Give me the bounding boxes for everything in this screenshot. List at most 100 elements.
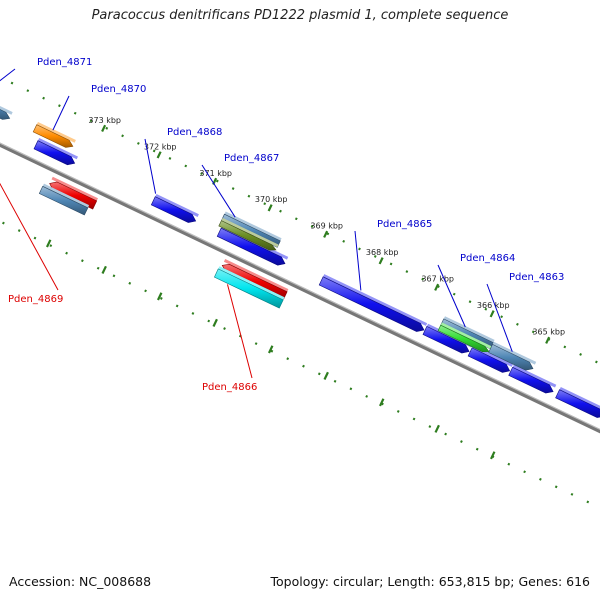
inner-scale-dot — [444, 432, 448, 436]
gene-label-pden_4866: Pden_4866 — [202, 382, 257, 393]
cds-fwd-8-top-face — [512, 364, 557, 388]
outer-scale-dot — [184, 164, 188, 168]
outer-scale-dot — [26, 89, 30, 93]
gene-label-pden_4864: Pden_4864 — [460, 253, 515, 264]
inner-scale-dot — [365, 394, 369, 398]
outer-scale-dot — [73, 111, 77, 115]
outer-scale-dot — [326, 232, 330, 236]
inner-scale-dot — [333, 379, 337, 383]
cds-fwd-3-top-face — [155, 194, 199, 217]
gene-4871-top-face — [0, 106, 13, 115]
cds-fwd-2 — [33, 140, 76, 166]
gene-label-pden_4863: Pden_4863 — [509, 272, 564, 283]
gene-label-pden_4871: Pden_4871 — [37, 57, 92, 68]
outer-major-tick — [323, 230, 329, 238]
outer-scale-dot — [247, 194, 251, 198]
outer-major-tick — [156, 151, 162, 159]
outer-scale-dot — [595, 360, 598, 364]
inner-scale-dot — [523, 470, 526, 474]
accession-text: Accession: NC_008688 — [9, 574, 152, 589]
inner-scale-dot — [349, 387, 353, 391]
outer-scale-dot — [437, 285, 440, 289]
gene-4866-a-top-face — [223, 259, 289, 292]
inner-scale-dot — [396, 410, 400, 413]
inner-scale-dot — [96, 266, 100, 270]
cds-fwd-5 — [318, 276, 425, 332]
gene-label-pden_4865: Pden_4865 — [377, 219, 432, 230]
inner-scale-dot — [81, 259, 84, 263]
inner-scale-dot — [302, 364, 305, 368]
inner-major-tick — [434, 424, 440, 433]
outer-scale-dot — [89, 119, 93, 123]
gene-label-pden_4869: Pden_4869 — [8, 294, 63, 305]
tick-label: 371 kbp — [199, 169, 232, 178]
cds-fwd-2-top-face — [37, 138, 78, 160]
outer-scale-dot — [200, 172, 203, 175]
inner-scale-dot — [159, 296, 163, 300]
gene-4867-b-top-face — [221, 217, 279, 248]
inner-scale-dot — [381, 402, 384, 406]
gene-label-pden_4870: Pden_4870 — [91, 84, 146, 95]
gene-4870 — [32, 124, 74, 148]
tick-label: 373 kbp — [88, 116, 121, 125]
outer-scale-dot — [563, 345, 567, 349]
inner-scale-dot — [2, 221, 5, 225]
inner-scale-dot — [17, 229, 21, 232]
gene-4869-b — [38, 185, 89, 216]
leader-line — [144, 138, 157, 194]
map-title: Paracoccus denitrificans PD1222 plasmid … — [91, 8, 509, 23]
cds-fwd-6 — [422, 325, 470, 354]
inner-scale-dot — [144, 289, 147, 293]
inner-scale-dot — [33, 236, 37, 240]
inner-major-tick — [212, 318, 218, 327]
outer-major-tick — [267, 204, 273, 212]
outer-scale-dot — [389, 262, 393, 266]
inner-major-tick — [267, 345, 274, 354]
inner-scale-dot — [539, 477, 542, 481]
gene-4866-b-top-face — [218, 266, 285, 300]
inner-scale-dot — [207, 319, 211, 323]
gene-4864-a-top-face — [443, 316, 495, 343]
inner-scale-dot — [412, 417, 416, 421]
gene-4870-top-face — [36, 122, 76, 143]
inner-scale-dot — [223, 327, 226, 330]
tick-label: 365 kbp — [532, 328, 565, 337]
outer-scale-dot — [500, 315, 504, 319]
outer-scale-dot — [294, 217, 298, 221]
inner-scale-dot — [475, 447, 479, 451]
outer-scale-dot — [42, 96, 45, 100]
gene-4871 — [0, 109, 11, 120]
topology-stats-text: Topology: circular; Length: 653,815 bp; … — [270, 574, 591, 589]
outer-scale-dot — [136, 141, 140, 145]
inner-major-tick — [323, 371, 329, 380]
tick-label: 366 kbp — [477, 301, 510, 310]
gene-4863 — [488, 344, 534, 371]
gene-4864-b-top-face — [440, 322, 492, 349]
outer-scale-dot — [105, 126, 109, 130]
gene-4869-a-top-face — [51, 176, 98, 201]
leader-line — [201, 164, 236, 218]
gene-label-pden_4868: Pden_4868 — [167, 127, 222, 138]
inner-scale-dot — [317, 372, 321, 376]
leader-line — [0, 68, 16, 82]
tick-label: 370 kbp — [255, 195, 288, 204]
outer-scale-dot — [468, 300, 472, 304]
gene-label-pden_4867: Pden_4867 — [224, 153, 279, 164]
inner-scale-dot — [128, 281, 132, 285]
inner-scale-dot — [49, 244, 53, 248]
inner-major-tick — [379, 398, 385, 407]
outer-scale-dot — [58, 104, 61, 108]
tick-label: 368 kbp — [366, 248, 399, 257]
outer-scale-dot — [263, 202, 267, 206]
gene-4866-b — [214, 268, 284, 309]
inner-scale-dot — [65, 251, 68, 255]
leader-line — [226, 284, 253, 379]
inner-scale-dot — [270, 349, 274, 353]
inner-scale-dot — [570, 492, 574, 496]
outer-scale-dot — [531, 330, 535, 334]
leader-line — [354, 230, 362, 291]
outer-scale-dot — [373, 255, 377, 258]
inner-scale-dot — [507, 462, 511, 466]
outer-scale-dot — [452, 292, 456, 296]
inner-scale-dot — [460, 440, 463, 444]
